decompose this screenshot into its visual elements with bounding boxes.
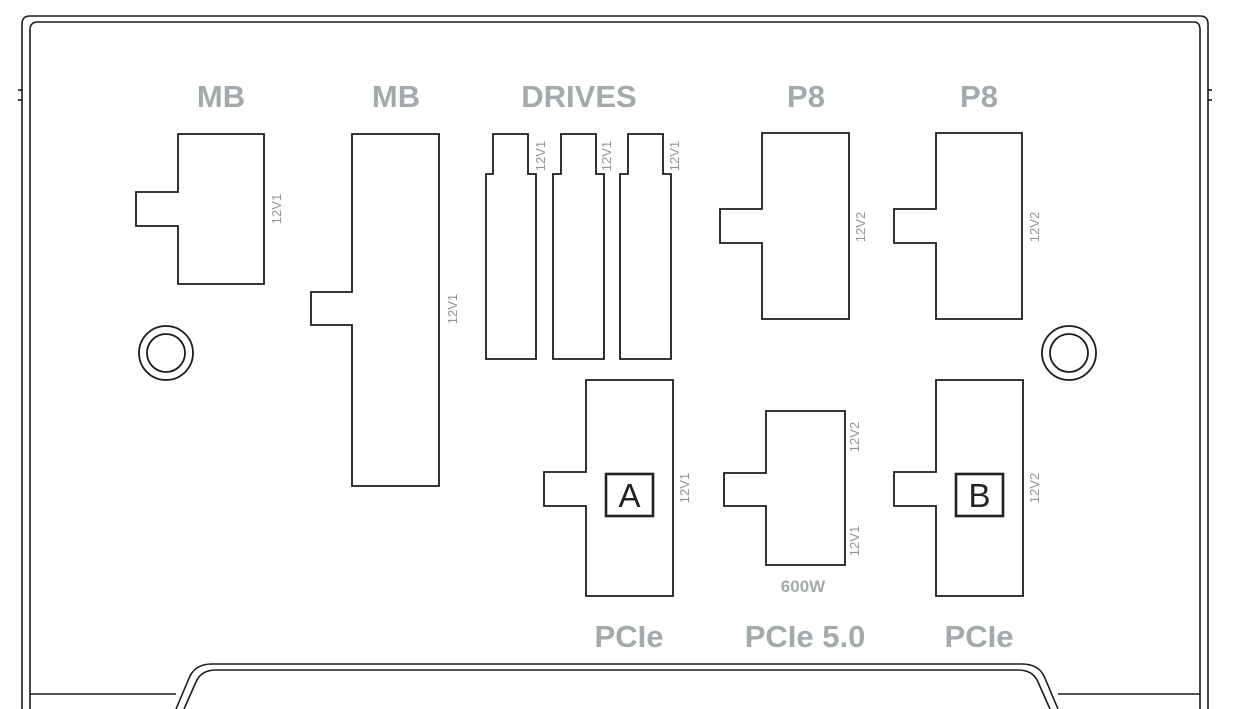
socket-drive-2[interactable] — [552, 133, 605, 360]
rail-p8-right: 12V2 — [1027, 212, 1042, 242]
rail-drive-2: 12V1 — [599, 141, 614, 171]
group-badge-b: B — [954, 472, 1005, 518]
screw-hole-right — [1041, 325, 1097, 381]
rail-mb-left: 12V1 — [269, 194, 284, 224]
group-letter-a: A — [618, 477, 640, 514]
bottom-cutout — [30, 663, 1200, 709]
label-mb-left: MB — [197, 79, 245, 114]
label-pcie-right: PCIe — [945, 619, 1014, 654]
socket-p8-right[interactable] — [893, 132, 1023, 320]
label-p8-left: P8 — [787, 79, 825, 114]
rail-pcie5-top: 12V2 — [847, 422, 862, 452]
screw-hole-left — [138, 325, 194, 381]
group-badge-a: A — [604, 472, 655, 518]
label-drives: DRIVES — [521, 79, 636, 114]
socket-p8-left[interactable] — [719, 132, 850, 320]
rail-pcie-b: 12V2 — [1027, 473, 1042, 503]
group-letter-b: B — [968, 477, 990, 514]
label-mb-center: MB — [372, 79, 420, 114]
rail-drive-3: 12V1 — [667, 141, 682, 171]
socket-mb-24pin[interactable] — [310, 133, 440, 487]
label-wattage: 600W — [781, 577, 826, 596]
label-pcie-center: PCIe 5.0 — [745, 619, 866, 654]
panel-frame — [18, 15, 1212, 709]
socket-mb-cpu[interactable] — [135, 133, 265, 285]
rail-p8-left: 12V2 — [853, 212, 868, 242]
rail-pcie5-bottom: 12V1 — [847, 526, 862, 556]
socket-pcie-5[interactable] — [723, 410, 846, 566]
socket-drive-1[interactable] — [485, 133, 537, 360]
socket-drive-3[interactable] — [619, 133, 672, 360]
label-p8-right: P8 — [960, 79, 998, 114]
rail-drive-1: 12V1 — [533, 141, 548, 171]
rail-mb-center: 12V1 — [445, 294, 460, 324]
rail-pcie-a: 12V1 — [677, 473, 692, 503]
label-pcie-left: PCIe — [595, 619, 664, 654]
